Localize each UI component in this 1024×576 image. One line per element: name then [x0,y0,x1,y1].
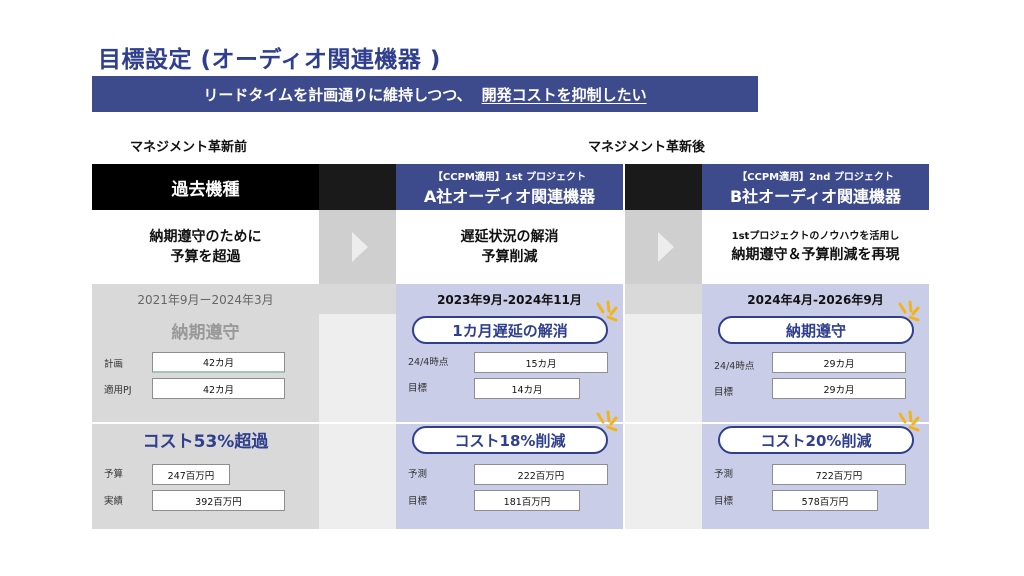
value-box: 722百万円 [772,464,906,485]
highlight-burst-icon [898,410,920,432]
row-label: 適用PJ [104,385,132,396]
section-label-after: マネジメント革新後 [588,140,706,155]
banner-text-part1: リードタイムを計画通りに維持しつつ、 [203,85,472,104]
value-box: 181百万円 [474,490,580,511]
description-line: 納期遵守＆予算削減を再現 [731,247,900,263]
page-title: 目標設定 (オーディオ関連機器 ) [98,47,441,73]
row-label: 目標 [714,387,734,398]
row-label: 予測 [408,469,428,480]
transition-gap-1 [319,164,396,529]
section-label-before: マネジメント革新前 [130,140,248,155]
row-label: 目標 [408,496,428,507]
cost-status-pill: コスト20%削減 [718,426,914,454]
column-description: 納期遵守のために 予算を超過 [92,210,319,284]
cost-status-pill: コスト18%削減 [412,426,608,454]
highlight-burst-icon [596,300,618,322]
column-header: 【CCPM適用】1st プロジェクト A社オーディオ関連機器 [396,164,623,210]
description-line: 予算削減 [481,249,538,265]
value-box: 392百万円 [152,490,285,511]
cost-status: コスト53%超過 [142,432,269,452]
period-date: 2021年9月ー2024年3月 [92,284,319,314]
row-label: 予測 [714,469,734,480]
goal-banner: リードタイムを計画通りに維持しつつ、 開発コストを抑制したい [92,76,758,112]
highlight-burst-icon [596,410,618,432]
description-line: 納期遵守のために [149,229,262,245]
row-label: 目標 [408,383,428,394]
value-box: 14カ月 [474,378,580,399]
arrow-right-icon [319,210,396,284]
description-line: 1stプロジェクトのノウハウを活用し [731,231,900,242]
column-header-title: A社オーディオ関連機器 [423,186,596,206]
value-box: 42カ月 [152,378,285,399]
delivery-status: 納期遵守 [171,323,240,343]
row-label: 24/4時点 [714,361,755,372]
arrow-right-icon [625,210,702,284]
row-label: 24/4時点 [408,357,449,368]
column-description: 1stプロジェクトのノウハウを活用し 納期遵守＆予算削減を再現 [702,210,929,284]
row-label: 目標 [714,496,734,507]
value-box: 29カ月 [772,378,906,399]
column-header-subtitle: 【CCPM適用】1st プロジェクト [432,171,587,183]
value-box: 222百万円 [474,464,608,485]
value-box: 42カ月 [152,352,285,373]
value-box: 15カ月 [474,352,608,373]
highlight-burst-icon [898,300,920,322]
description-line: 予算を超過 [170,249,241,265]
column-header-title: B社オーディオ関連機器 [729,186,902,206]
column-before: 過去機種 納期遵守のために 予算を超過 2021年9月ー2024年3月 納期遵守… [92,164,319,529]
transition-gap-2 [625,164,702,529]
banner-text-part2: 開発コストを抑制したい [481,85,647,104]
period-date: 2024年4月-2026年9月 [747,292,884,307]
column-header-subtitle: 【CCPM適用】2nd プロジェクト [737,171,894,183]
column-header-title: 過去機種 [171,179,240,200]
row-label: 予算 [104,469,124,480]
column-project-b: 【CCPM適用】2nd プロジェクト B社オーディオ関連機器 1stプロジェクト… [702,164,929,529]
column-header: 【CCPM適用】2nd プロジェクト B社オーディオ関連機器 [702,164,929,210]
period-date: 2023年9月-2024年11月 [437,292,582,307]
column-header: 過去機種 [92,164,319,210]
description-line: 遅延状況の解消 [460,229,559,245]
delivery-status-pill: 納期遵守 [718,316,914,344]
column-description: 遅延状況の解消 予算削減 [396,210,623,284]
delivery-status-pill: 1カ月遅延の解消 [412,316,608,344]
row-label: 計画 [104,359,124,370]
row-label: 実績 [104,496,124,507]
value-box: 578百万円 [772,490,878,511]
value-box: 29カ月 [772,352,906,373]
value-box: 247百万円 [152,464,230,485]
column-project-a: 【CCPM適用】1st プロジェクト A社オーディオ関連機器 遅延状況の解消 予… [396,164,623,529]
